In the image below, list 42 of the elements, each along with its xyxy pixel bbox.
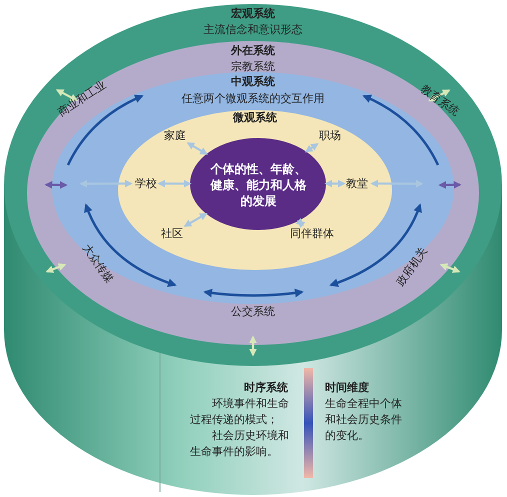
arrow [440, 263, 460, 273]
section-title: 时序系统 [244, 381, 288, 394]
arrow [324, 180, 346, 188]
ring-title: 外在系统 [231, 44, 275, 57]
arrow [438, 181, 462, 189]
arrow [428, 89, 450, 102]
arrow [304, 143, 319, 152]
arrow [79, 180, 133, 188]
arrow [44, 180, 68, 189]
arrow [186, 142, 208, 155]
section-title: 时间维度 [325, 381, 369, 394]
body-text: 环境事件和生命过程传递的模式； [190, 396, 290, 428]
arrow [46, 263, 66, 273]
arrow [157, 180, 192, 188]
arrow [56, 89, 78, 102]
center-text: 个体的性、年龄、健康、能力和人格的发展 [210, 161, 307, 209]
arrow [249, 335, 257, 357]
ring-title: 微观系统 [233, 111, 277, 124]
exosystem-ring [27, 41, 479, 345]
arrow [296, 218, 306, 228]
ring-title: 中观系统 [231, 75, 275, 88]
setting-label: 同伴群体 [290, 227, 334, 240]
system-label: 政府机关 [394, 244, 430, 288]
ring-subtitle: 宗教系统 [231, 60, 275, 73]
ring-subtitle: 任意两个微观系统的交互作用 [182, 92, 324, 105]
microsystem-ellipse [118, 110, 392, 270]
system-label: 公交系统 [231, 305, 275, 318]
system-label: 大众传媒 [80, 242, 116, 286]
setting-label: 职场 [319, 129, 341, 142]
macrosystem-ring [4, 4, 502, 366]
ring-subtitle: 主流信念和意识形态 [204, 23, 302, 36]
setting-label: 社区 [161, 227, 183, 240]
system-label: 商业和工业 [55, 78, 109, 119]
ring-title: 宏观系统 [231, 7, 275, 20]
system-label: 教育系统 [418, 82, 462, 118]
arrow [184, 212, 208, 227]
arrow [370, 180, 424, 188]
setting-label: 教堂 [346, 177, 368, 190]
setting-label: 学校 [135, 177, 157, 190]
setting-label: 家庭 [164, 129, 186, 142]
body-text: 社会历史环境和生命事件的影响。 [190, 428, 290, 460]
body-text: 生命全程中个体和社会历史条件的变化。 [325, 396, 403, 444]
